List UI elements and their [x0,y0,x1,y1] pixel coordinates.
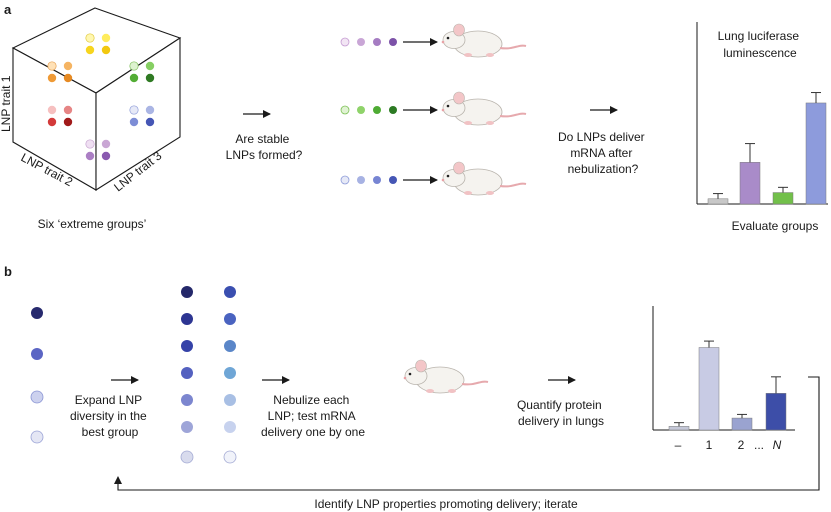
chart-b-tick-2: 2 [738,438,745,452]
chart-b-tick-n: N [773,438,782,452]
chart-a-caption: Evaluate groups [732,219,819,233]
chart-b-bar-0 [668,426,690,431]
step-nebulize-line-1: Nebulize each [273,393,349,407]
axis-label-trait-1: LNP trait 1 [0,75,13,132]
cube-dots-purple [85,139,111,161]
chart-a-title-line-1: Lung luciferase [718,29,800,43]
step-quantify: Quantify protein delivery in lungs [517,398,605,428]
question-stable-line-1: Are stable [235,132,289,146]
cube-caption: Six ‘extreme groups’ [38,217,147,231]
feedback-loop-arrow [114,376,820,491]
chart-a-bar-0 [707,198,729,205]
cube-dots-green [129,61,155,83]
chart-b-bar-2 [731,417,753,431]
step-quantify-line-2: delivery in lungs [518,414,604,428]
chart-b-bars [668,340,787,431]
chart-a-title: Lung luciferase luminescence [718,29,803,60]
dot-row-blue [340,175,397,185]
chart-b-tick-ellipsis: ... [754,438,764,452]
cube-dots-red [47,105,73,127]
library-dots [180,286,237,464]
cube-dots-blue [129,105,155,127]
chart-b: – 1 2 ... N [652,306,795,452]
chart-b-tick-1: 1 [706,438,713,452]
question-stable-line-2: LNPs formed? [226,148,303,162]
mouse-b [402,359,489,394]
question-deliver-line-3: nebulization? [568,162,639,176]
chart-a-title-line-2: luminescence [723,46,797,60]
step-quantify-line-1: Quantify protein [517,398,602,412]
panel-a-label: a [4,2,12,17]
step-nebulize-line-2: LNP; test mRNA [268,409,356,423]
dot-row-green [340,105,397,115]
chart-a-bar-1 [739,162,761,205]
chart-a-bars [707,92,827,205]
step-expand-line-2: diversity in the [70,409,147,423]
chart-b-bar-1 [698,347,720,431]
question-deliver-line-2: mRNA after [570,146,632,160]
panel-b-label: b [4,264,12,279]
question-deliver-line-1: Do LNPs deliver [558,130,645,144]
mouse-2 [440,91,527,126]
chart-b-tick-dash: – [675,438,682,452]
loop-caption: Identify LNP properties promoting delive… [314,497,578,511]
step-nebulize: Nebulize each LNP; test mRNA delivery on… [261,393,365,439]
step-expand: Expand LNP diversity in the best group [70,393,150,439]
step-expand-line-1: Expand LNP [75,393,142,407]
question-deliver: Do LNPs deliver mRNA after nebulization? [558,130,648,176]
step-expand-line-3: best group [82,425,139,439]
step-nebulize-line-3: delivery one by one [261,425,365,439]
mouse-3 [440,161,527,196]
chart-a-bar-3 [805,102,827,205]
seed-dots [30,307,44,444]
cube-dots-orange [47,61,73,83]
dot-row-purple [340,37,397,47]
chart-a-bar-2 [772,192,794,205]
cube-dots-yellow [85,33,111,55]
question-stable: Are stable LNPs formed? [226,132,303,162]
chart-a: Lung luciferase luminescence Evaluate gr… [696,22,828,233]
mouse-1 [440,23,527,58]
chart-b-bar-3 [765,393,787,431]
